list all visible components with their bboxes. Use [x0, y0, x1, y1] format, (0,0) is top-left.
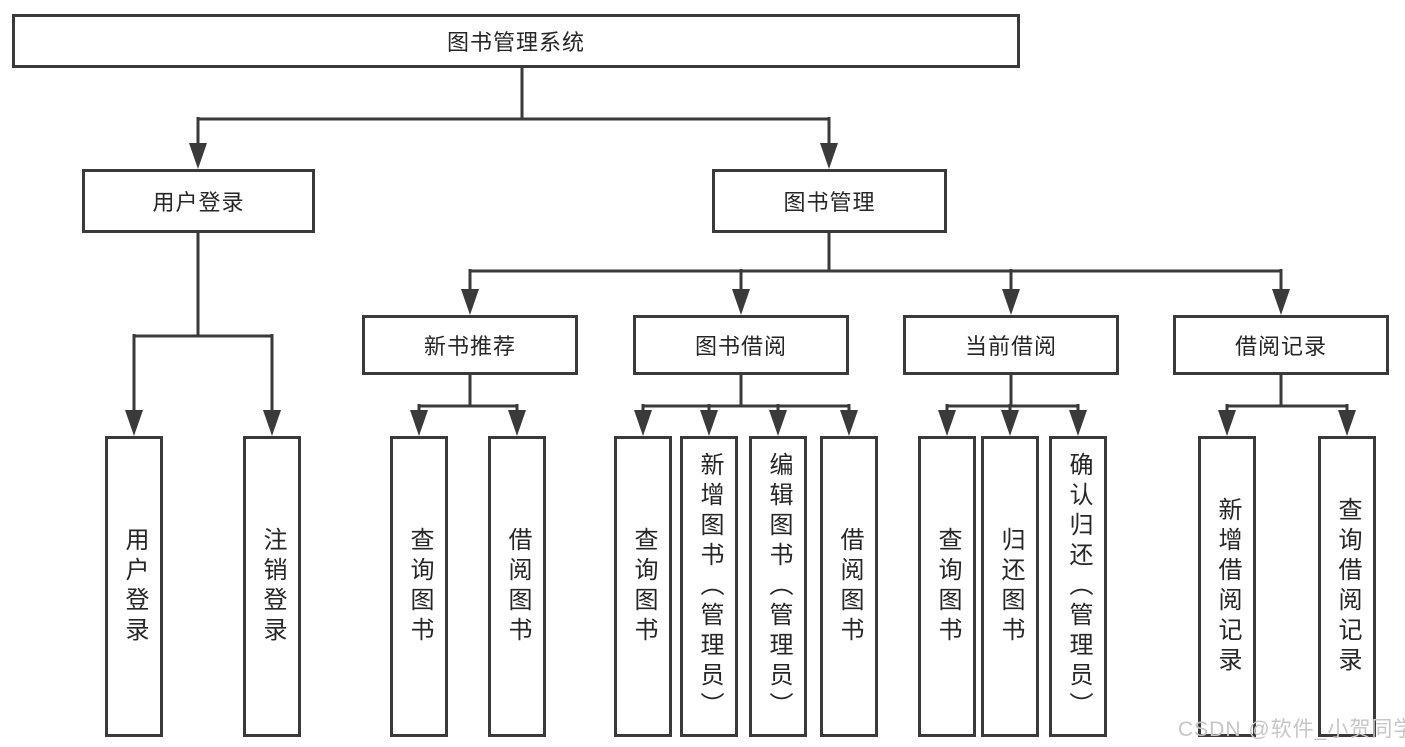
node-user-login-label: 用户登录	[152, 190, 245, 215]
node-current-borrow-label: 当前借阅	[964, 334, 1057, 359]
connector-bookmgmt-to-level3	[461, 233, 1290, 315]
leaf-add-borrow-record: 新增借阅记录	[1198, 436, 1256, 737]
leaf-edit-books-admin: 编辑图书（管理员）	[749, 436, 807, 737]
node-book-borrow-label: 图书借阅	[694, 334, 787, 359]
connector-currentborrow-to-leaves	[938, 375, 1087, 436]
node-user-login: 用户登录	[82, 169, 315, 233]
connector-bookborrow-to-leaves	[634, 375, 858, 436]
leaf-query-books-2-label: 查询图书	[630, 526, 657, 647]
node-borrow-record-label: 借阅记录	[1234, 334, 1327, 359]
leaf-borrow-books-2-label: 借阅图书	[836, 526, 863, 647]
leaf-user-login: 用户登录	[105, 436, 163, 737]
node-new-book-recommend: 新书推荐	[362, 315, 578, 375]
leaf-confirm-return-admin: 确认归还（管理员）	[1049, 436, 1107, 737]
node-root-system: 图书管理系统	[12, 14, 1020, 68]
node-new-book-recommend-label: 新书推荐	[423, 334, 516, 359]
node-book-management: 图书管理	[712, 169, 947, 233]
leaf-query-books-1-label: 查询图书	[406, 526, 433, 647]
node-borrow-record: 借阅记录	[1173, 315, 1389, 375]
node-book-management-label: 图书管理	[783, 190, 876, 215]
leaf-query-borrow-record: 查询借阅记录	[1318, 436, 1376, 737]
leaf-logout: 注销登录	[243, 436, 301, 737]
leaf-query-books-3: 查询图书	[918, 436, 976, 737]
connector-userlogin-to-leaves	[125, 233, 281, 436]
leaf-add-borrow-record-label: 新增借阅记录	[1214, 496, 1241, 677]
node-book-borrow: 图书借阅	[633, 315, 849, 375]
leaf-borrow-books-1-label: 借阅图书	[504, 526, 531, 647]
leaf-add-books-admin: 新增图书（管理员）	[680, 436, 738, 737]
leaf-borrow-books-2: 借阅图书	[820, 436, 878, 737]
connector-borrowrecord-to-leaves	[1218, 375, 1356, 436]
node-current-borrow: 当前借阅	[903, 315, 1119, 375]
leaf-query-borrow-record-label: 查询借阅记录	[1334, 496, 1361, 677]
csdn-watermark: CSDN @软件_小贺同学	[1178, 718, 1405, 741]
leaf-query-books-1: 查询图书	[390, 436, 448, 737]
leaf-query-books-2: 查询图书	[614, 436, 672, 737]
leaf-add-books-admin-label: 新增图书（管理员）	[696, 451, 723, 722]
leaf-confirm-return-admin-label: 确认归还（管理员）	[1065, 451, 1092, 722]
connector-root-to-level2	[189, 68, 838, 169]
leaf-return-books: 归还图书	[981, 436, 1039, 737]
leaf-logout-label: 注销登录	[259, 526, 286, 647]
leaf-query-books-3-label: 查询图书	[934, 526, 961, 647]
leaf-user-login-label: 用户登录	[121, 526, 148, 647]
leaf-borrow-books-1: 借阅图书	[488, 436, 546, 737]
leaf-return-books-label: 归还图书	[997, 526, 1024, 647]
connector-newbookrec-to-leaves	[410, 375, 526, 436]
node-root-label: 图书管理系统	[446, 30, 585, 55]
leaf-edit-books-admin-label: 编辑图书（管理员）	[765, 451, 792, 722]
